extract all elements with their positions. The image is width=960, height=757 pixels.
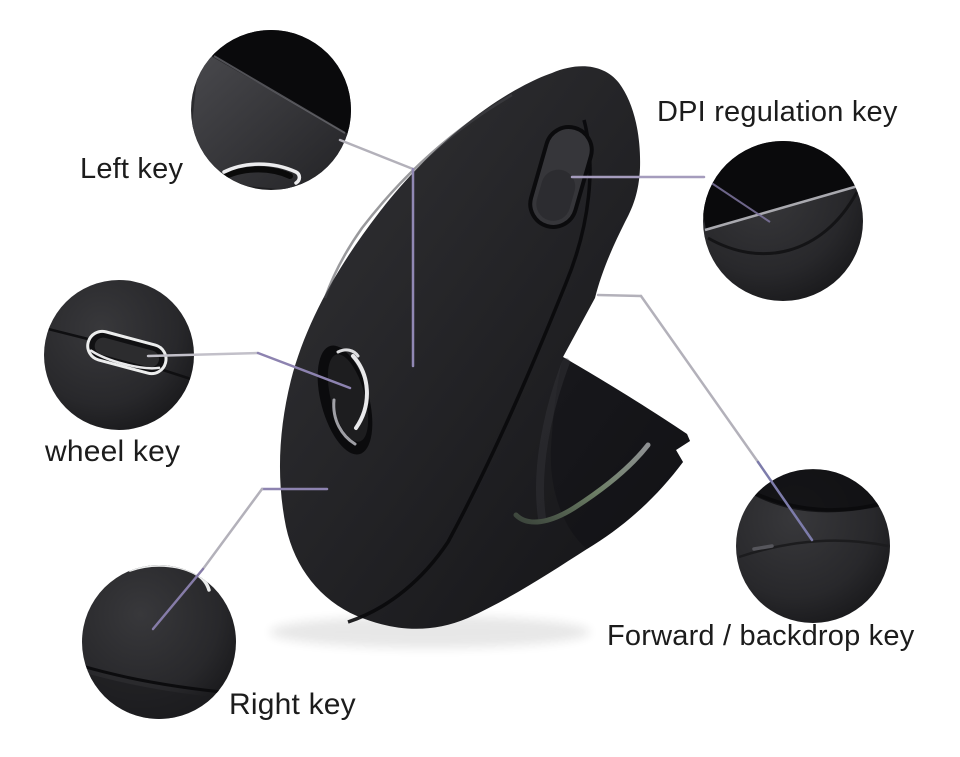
mouse-shadow bbox=[270, 616, 590, 648]
label-dpi-key: DPI regulation key bbox=[657, 96, 898, 128]
callout-circle-left-key bbox=[191, 30, 351, 190]
label-left-key: Left key bbox=[80, 153, 184, 185]
label-right-key: Right key bbox=[229, 688, 356, 721]
callout-lines bbox=[146, 138, 814, 631]
label-forward-key: Forward / backdrop key bbox=[607, 620, 915, 652]
scroll-wheel bbox=[317, 345, 373, 455]
body-crease bbox=[347, 119, 592, 624]
dpi-button bbox=[528, 125, 594, 229]
led-strip bbox=[513, 442, 651, 525]
front-bevel-edge bbox=[323, 93, 513, 299]
callout-circle-wheel-key bbox=[44, 280, 194, 430]
callout-line-right-key bbox=[151, 487, 329, 631]
callout-circle-dpi-key bbox=[703, 141, 863, 301]
callout-circle-forward-key bbox=[736, 469, 890, 623]
body-wing-highlight bbox=[536, 358, 570, 522]
callout-line-wheel-key bbox=[146, 351, 352, 390]
callout-circle-right-key bbox=[82, 565, 236, 719]
callout-line-forward-key bbox=[596, 293, 814, 542]
callout-line-left-key bbox=[338, 138, 415, 368]
mouse-body bbox=[279, 66, 690, 629]
palm-wing bbox=[550, 357, 690, 549]
label-wheel-key: wheel key bbox=[45, 435, 181, 468]
